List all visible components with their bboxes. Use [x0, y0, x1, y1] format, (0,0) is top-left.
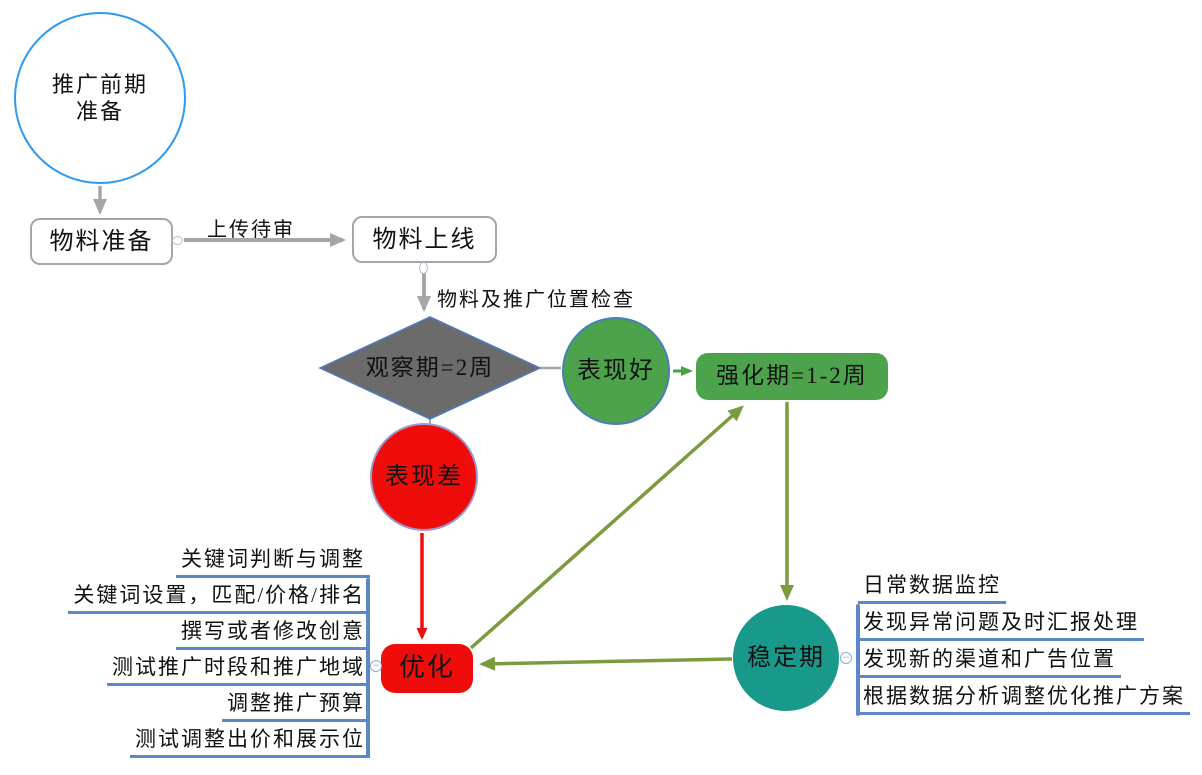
list-item[interactable]: 发现异常问题及时汇报处理: [858, 604, 1144, 641]
list-item[interactable]: 根据数据分析调整优化推广方案: [858, 678, 1190, 715]
optimize-task-list: 关键词判断与调整 关键词设置，匹配/价格/排名 撰写或者修改创意 测试推广时段和…: [0, 542, 370, 758]
node-optimize[interactable]: 优化: [381, 644, 473, 693]
node-perform-bad[interactable]: 表现差: [370, 423, 478, 531]
node-stable-label: 稳定期: [747, 645, 825, 671]
node-optimize-label: 优化: [398, 653, 455, 683]
edge-label-upload: 上传待审: [207, 219, 295, 241]
stable-task-list: 日常数据监控 发现异常问题及时汇报处理 发现新的渠道和广告位置 根据数据分析调整…: [858, 567, 1202, 715]
node-material-online[interactable]: 物料上线: [352, 216, 497, 263]
node-start-label: 推广前期 准备: [51, 71, 148, 125]
list-item[interactable]: 发现新的渠道和广告位置: [858, 641, 1121, 678]
node-perform-bad-label: 表现差: [385, 464, 463, 490]
edge-optimize-to-reinforce: [469, 405, 744, 650]
node-perform-good-label: 表现好: [577, 358, 655, 384]
list-item[interactable]: 测试推广时段和推广地域: [107, 650, 370, 686]
node-observe-label: 观察期=2周: [365, 354, 495, 380]
collapse-icon[interactable]: −: [840, 652, 852, 664]
list-item[interactable]: 测试调整出价和展示位: [130, 722, 370, 758]
connector-dot-icon: [419, 262, 428, 274]
list-item[interactable]: 撰写或者修改创意: [176, 614, 370, 650]
optimize-list-bracket: [366, 578, 370, 758]
list-item[interactable]: 关键词判断与调整: [176, 542, 370, 578]
node-reinforce-label: 强化期=1-2周: [716, 363, 868, 389]
node-material-prepare-label: 物料准备: [49, 228, 154, 255]
list-item[interactable]: 关键词设置，匹配/价格/排名: [68, 578, 370, 614]
collapse-icon[interactable]: −: [370, 660, 382, 672]
edge-label-check: 物料及推广位置检查: [437, 289, 635, 311]
edge-stable-to-optimize: [479, 656, 733, 671]
node-reinforce[interactable]: 强化期=1-2周: [696, 353, 888, 400]
node-stable[interactable]: 稳定期: [733, 605, 839, 711]
node-start[interactable]: 推广前期 准备: [14, 12, 186, 184]
node-perform-good[interactable]: 表现好: [562, 317, 670, 425]
list-item[interactable]: 调整推广预算: [222, 686, 370, 722]
list-item[interactable]: 日常数据监控: [858, 567, 1006, 604]
node-material-prepare[interactable]: 物料准备: [30, 218, 173, 265]
stable-list-bracket: [856, 604, 860, 716]
connector-dot-icon: [172, 236, 183, 245]
node-material-online-label: 物料上线: [372, 226, 477, 253]
